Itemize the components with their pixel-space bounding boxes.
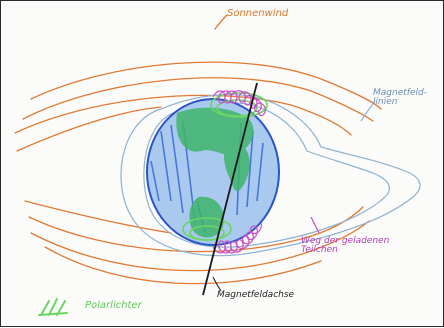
- label-weg-der-geladenen-teilchen: Weg der geladenen Teilchen: [301, 237, 391, 256]
- label-magnetfeldlinien: Magnetfeld-linien: [373, 89, 443, 108]
- label-sonnenwind: Sonnenwind: [227, 9, 288, 20]
- axis-label-pointer: [213, 277, 221, 291]
- earth: [147, 99, 279, 245]
- particle-label-pointer: [311, 217, 319, 233]
- polarlichter-swatch-icon: [37, 295, 77, 319]
- label-magnetfeldachse: Magnetfeldachse: [217, 291, 294, 300]
- label-polarlichter: Polarlichter: [85, 301, 142, 312]
- sonnenwind-arrow: [215, 15, 227, 29]
